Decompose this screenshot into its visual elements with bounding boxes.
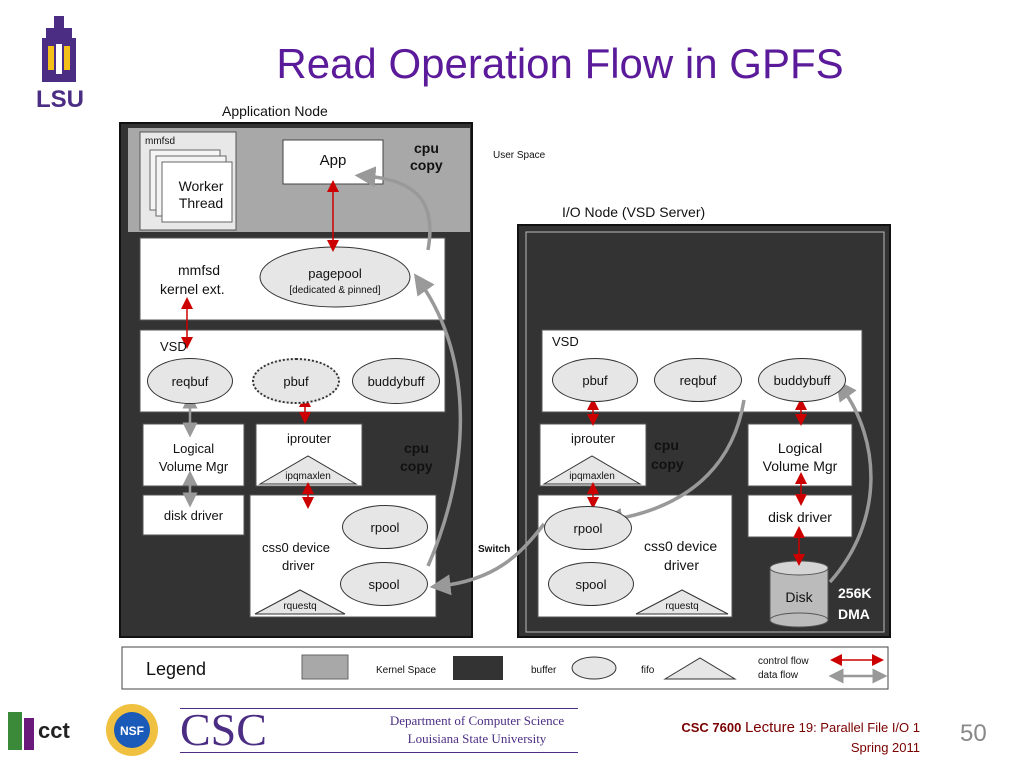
dept-divider bbox=[180, 708, 578, 709]
app-lvm-line1: Logical bbox=[172, 441, 215, 456]
application-node-label: Application Node bbox=[222, 103, 328, 119]
io-lvm-line1: Logical bbox=[777, 440, 823, 456]
worker-thread-line1: Worker bbox=[178, 178, 224, 194]
app-css0-line1: css0 device bbox=[262, 540, 330, 555]
lsu-logo-text: LSU bbox=[36, 86, 84, 113]
legend-fifo-label: fifo bbox=[641, 665, 655, 676]
io-css0-line2: driver bbox=[664, 557, 700, 573]
pagepool-sub-label: [dedicated & pinned] bbox=[289, 285, 381, 296]
user-space-label: User Space bbox=[493, 150, 546, 161]
worker-thread-line2: Thread bbox=[178, 195, 224, 211]
io-disk-driver-label: disk driver bbox=[768, 509, 832, 525]
dma-line2: DMA bbox=[838, 606, 870, 622]
app-pbuf-buffer: pbuf bbox=[252, 358, 340, 404]
legend-control-flow-label: control flow bbox=[758, 656, 809, 667]
cpu-copy-top-line2: copy bbox=[410, 157, 443, 173]
mmfsd-label: mmfsd bbox=[145, 136, 175, 147]
app-rquestq-triangle bbox=[254, 589, 346, 615]
io-spool-buffer: spool bbox=[548, 562, 634, 606]
io-css0-line1: css0 device bbox=[644, 538, 718, 554]
course-code: CSC 7600 bbox=[681, 720, 742, 735]
app-reqbuf-buffer: reqbuf bbox=[147, 358, 233, 404]
io-iprouter-label: iprouter bbox=[570, 431, 616, 446]
cct-logo: cct bbox=[8, 708, 92, 754]
legend-data-flow-label: data flow bbox=[758, 670, 799, 681]
cpu-copy-top-line1: cpu bbox=[414, 140, 439, 156]
svg-text:cct: cct bbox=[38, 718, 70, 743]
dept-divider-bottom bbox=[180, 752, 578, 753]
io-cpu-copy-line1: cpu bbox=[654, 437, 679, 453]
io-cpu-copy-line2: copy bbox=[651, 456, 684, 472]
legend-kernel-space-swatch bbox=[453, 656, 503, 680]
lsu-logo: LSU bbox=[28, 14, 90, 113]
svg-text:NSF: NSF bbox=[120, 724, 144, 738]
io-rpool-buffer: rpool bbox=[544, 506, 632, 550]
cpu-copy-mid-line1: cpu bbox=[404, 440, 429, 456]
app-ipqmaxlen-label: ipqmaxlen bbox=[285, 471, 331, 482]
io-pbuf-buffer: pbuf bbox=[552, 358, 638, 402]
dept-name-line1: Department of Computer Science bbox=[389, 713, 565, 728]
app-css0-line2: driver bbox=[282, 558, 315, 573]
app-rquestq-label: rquestq bbox=[283, 601, 317, 612]
app-spool-buffer: spool bbox=[340, 562, 428, 606]
page-number: 50 bbox=[960, 720, 987, 747]
lecture-title: 19: Parallel File I/O 1 bbox=[798, 720, 920, 735]
kernel-ext-line2: kernel ext. bbox=[160, 281, 225, 297]
io-rquestq-triangle bbox=[635, 589, 729, 615]
disk-label: Disk bbox=[785, 589, 813, 605]
app-iprouter-label: iprouter bbox=[286, 431, 332, 446]
legend-user-space-swatch bbox=[301, 654, 349, 680]
lecture-word: Lecture bbox=[744, 719, 795, 736]
cpu-copy-mid-line2: copy bbox=[400, 458, 433, 474]
io-rquestq-label: rquestq bbox=[665, 601, 699, 612]
lecture-info: CSC 7600 Lecture 19: Parallel File I/O 1 bbox=[620, 719, 920, 736]
dma-line1: 256K bbox=[838, 585, 872, 601]
legend-kernel-space-label: Kernel Space bbox=[376, 665, 437, 676]
io-ipqmaxlen-label: ipqmaxlen bbox=[569, 471, 615, 482]
legend-title: Legend bbox=[146, 659, 207, 679]
legend-frame bbox=[121, 646, 889, 690]
io-lvm-line2: Volume Mgr bbox=[762, 458, 838, 474]
app-buddybuff-buffer: buddybuff bbox=[352, 358, 440, 404]
legend-buffer-swatch bbox=[571, 656, 617, 680]
io-node-label: I/O Node (VSD Server) bbox=[562, 204, 706, 220]
io-buddybuff-buffer: buddybuff bbox=[758, 358, 846, 402]
app-label: App bbox=[319, 152, 347, 169]
app-lvm-line2: Volume Mgr bbox=[158, 459, 229, 474]
nsf-logo: NSF bbox=[102, 700, 162, 760]
dept-name-line2: Louisiana State University bbox=[407, 731, 547, 746]
slide-title: Read Operation Flow in GPFS bbox=[276, 40, 844, 87]
disk-cylinder bbox=[769, 560, 829, 628]
kernel-ext-line1: mmfsd bbox=[178, 262, 220, 278]
io-reqbuf-buffer: reqbuf bbox=[654, 358, 742, 402]
pagepool-label: pagepool bbox=[308, 266, 362, 281]
switch-label: Switch bbox=[478, 544, 511, 555]
legend-fifo-swatch bbox=[663, 657, 737, 680]
app-vsd-label: VSD bbox=[160, 339, 187, 354]
io-vsd-label: VSD bbox=[552, 334, 579, 349]
lsu-tower-icon bbox=[42, 16, 76, 82]
term-label: Spring 2011 bbox=[850, 740, 920, 755]
csc-logo: CSC bbox=[180, 704, 267, 755]
app-rpool-buffer: rpool bbox=[342, 505, 428, 549]
legend-buffer-label: buffer bbox=[531, 665, 557, 676]
app-disk-driver-label: disk driver bbox=[163, 508, 224, 523]
